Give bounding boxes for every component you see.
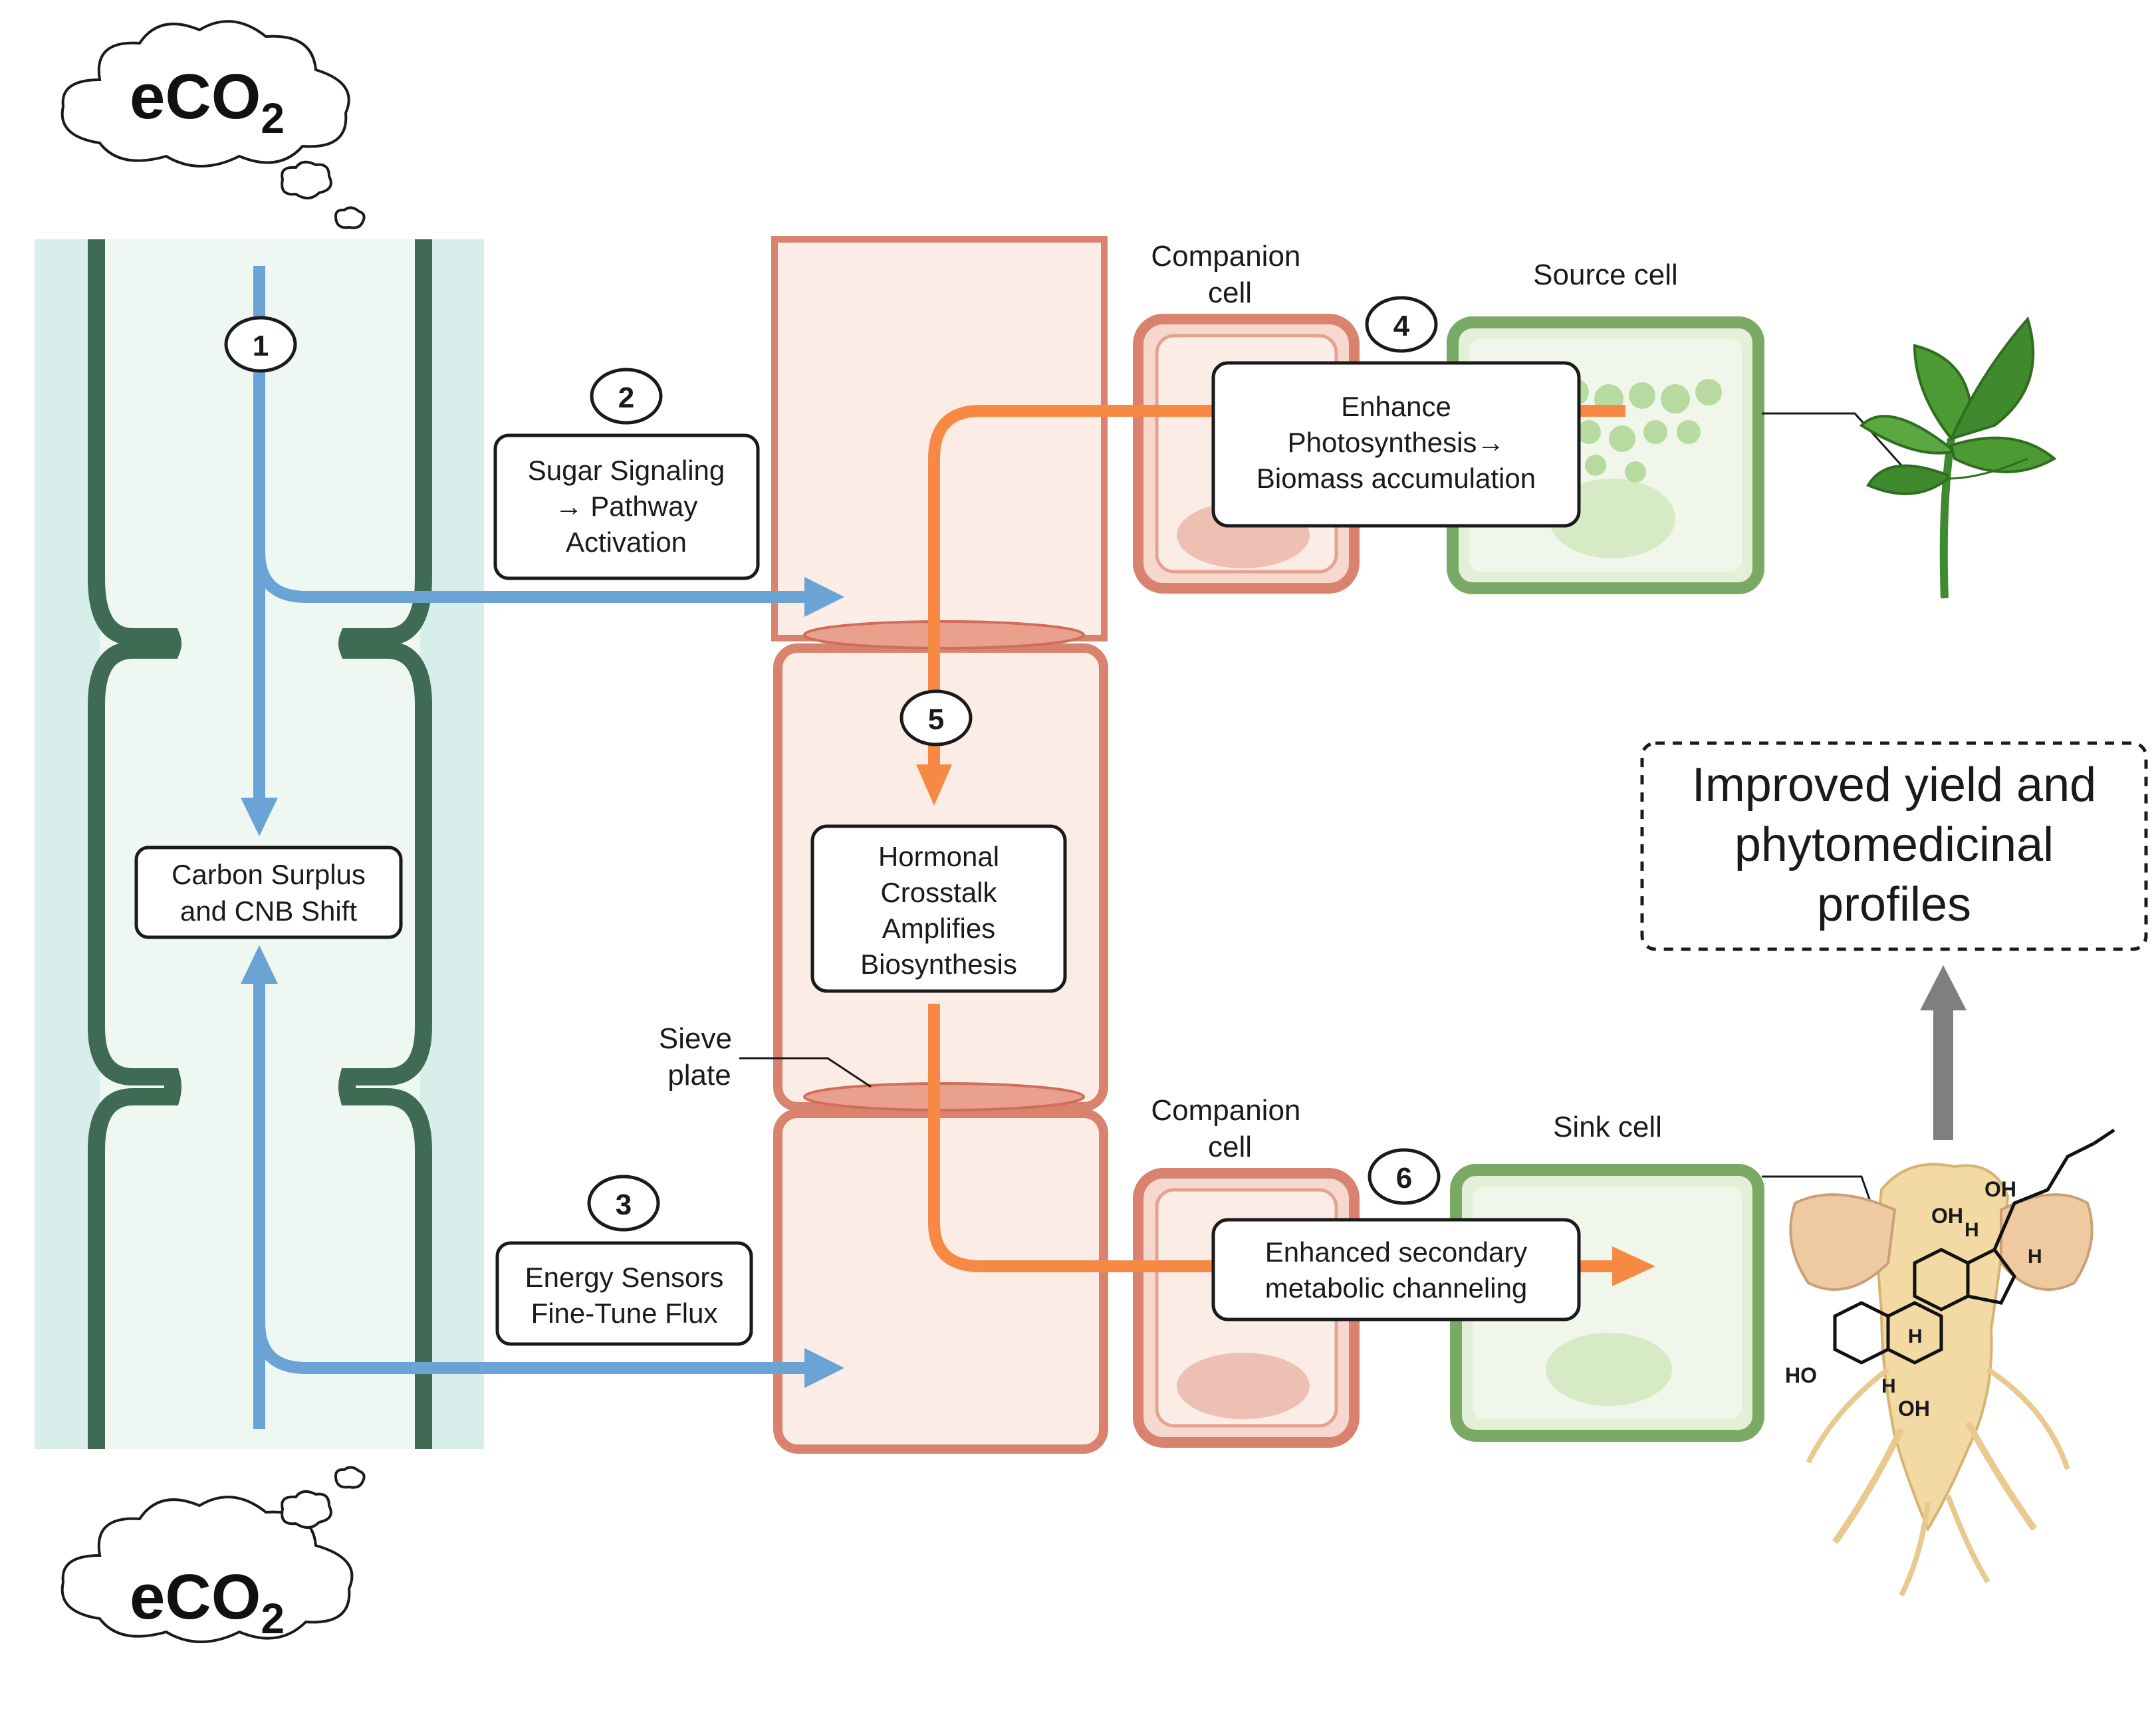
- step-5: 5: [899, 689, 973, 746]
- svg-text:3: 3: [616, 1189, 632, 1221]
- step-6: 6: [1368, 1148, 1441, 1205]
- orange-arrows: [928, 405, 1625, 1272]
- svg-text:Sugar Signaling: Sugar Signaling: [528, 455, 725, 486]
- svg-text:phytomedicinal: phytomedicinal: [1735, 818, 2054, 871]
- step-3: 3: [587, 1175, 660, 1232]
- blue-arrow-to-phloem-bottom: [253, 1322, 804, 1374]
- grey-arrow-up: [1920, 965, 1967, 1140]
- label-sieve-plate: Sieve plate: [659, 1022, 740, 1091]
- svg-text:H: H: [1881, 1375, 1896, 1397]
- box-sugar-signaling: Sugar Signaling → Pathway Activation: [493, 433, 760, 580]
- svg-text:Amplifies: Amplifies: [882, 913, 995, 944]
- svg-text:Biomass accumulation: Biomass accumulation: [1257, 463, 1536, 494]
- label-source-cell: Source cell: [1533, 259, 1678, 291]
- box-energy-sensors: Energy Sensors Fine-Tune Flux: [495, 1241, 753, 1346]
- svg-text:and CNB Shift: and CNB Shift: [180, 895, 357, 927]
- box-photosynthesis: Enhance Photosynthesis→ Biomass accumula…: [1211, 361, 1581, 528]
- blue-arrowheads: [241, 577, 844, 1388]
- svg-text:Hormonal: Hormonal: [878, 841, 999, 872]
- svg-text:Energy Sensors: Energy Sensors: [525, 1262, 724, 1293]
- svg-text:Enhanced secondary: Enhanced secondary: [1265, 1236, 1528, 1268]
- step-4: 4: [1365, 296, 1438, 353]
- orange-arrowheads: [916, 764, 1655, 1286]
- label-companion-bottom: Companion cell: [1151, 1094, 1308, 1163]
- label-sink-cell: Sink cell: [1553, 1111, 1662, 1143]
- step-markers: 1 2 3 4 5 6: [224, 296, 1441, 1232]
- plant-sprig-illustration: [1859, 316, 2057, 599]
- svg-text:4: 4: [1393, 310, 1410, 342]
- svg-text:Crosstalk: Crosstalk: [880, 877, 997, 908]
- svg-text:profiles: profiles: [1817, 878, 1971, 931]
- cloud-top-label: eCO2: [130, 61, 285, 142]
- box-carbon-surplus: Carbon Surplus and CNB Shift: [134, 846, 403, 939]
- orange-arrow-to-sink: [928, 1004, 1612, 1272]
- xylem-wall-right: [338, 239, 432, 1449]
- svg-text:1: 1: [253, 330, 269, 362]
- svg-text:5: 5: [928, 703, 944, 736]
- svg-text:OH: OH: [1931, 1204, 1963, 1228]
- ginseng-root-illustration: [1789, 1163, 2094, 1597]
- xylem-wall-left: [88, 239, 181, 1449]
- svg-text:Photosynthesis→: Photosynthesis→: [1288, 427, 1505, 458]
- svg-text:OH: OH: [1898, 1397, 1930, 1421]
- box-outcome: Improved yield and phytomedicinal profil…: [1640, 741, 2148, 951]
- cloud-bottom-label: eCO2: [130, 1561, 285, 1643]
- svg-text:Biosynthesis: Biosynthesis: [860, 949, 1017, 980]
- box-secondary-metabolic: Enhanced secondary metabolic channeling: [1211, 1218, 1581, 1321]
- svg-text:metabolic channeling: metabolic channeling: [1265, 1272, 1528, 1304]
- svg-text:H: H: [1908, 1325, 1923, 1347]
- svg-text:Enhance: Enhance: [1341, 391, 1451, 422]
- cloud-top: [60, 20, 366, 229]
- orange-arrow-from-source: [928, 405, 1625, 764]
- svg-text:2: 2: [618, 382, 634, 414]
- svg-text:HO: HO: [1785, 1363, 1817, 1387]
- molecule-labels: OH OH OH HO H H H H: [1785, 1177, 2042, 1421]
- step-2: 2: [590, 368, 663, 425]
- sieve-plate-2: [803, 1082, 1085, 1111]
- svg-text:OH: OH: [1984, 1177, 2016, 1201]
- ginsenoside-molecule: [1833, 1128, 2115, 1365]
- svg-text:Improved yield and: Improved yield and: [1692, 758, 2096, 812]
- svg-text:Carbon Surplus: Carbon Surplus: [172, 859, 366, 890]
- svg-text:6: 6: [1396, 1162, 1412, 1195]
- box-hormonal: Hormonal Crosstalk Amplifies Biosynthesi…: [810, 824, 1067, 993]
- sieve-element-3: [773, 1109, 1108, 1454]
- svg-text:H: H: [2028, 1246, 2042, 1268]
- cloud-bottom: [60, 1466, 366, 1643]
- svg-text:Fine-Tune Flux: Fine-Tune Flux: [531, 1298, 718, 1329]
- svg-text:H: H: [1965, 1219, 1979, 1241]
- sieve-plate-1: [803, 620, 1085, 649]
- blue-arrow-to-phloem-top: [253, 551, 804, 603]
- companion-nucleus-bottom: [1177, 1353, 1310, 1419]
- svg-text:Activation: Activation: [566, 526, 687, 558]
- label-companion-top: Companion cell: [1151, 240, 1308, 309]
- svg-text:→ Pathway: → Pathway: [555, 491, 698, 522]
- step-1: 1: [224, 316, 297, 373]
